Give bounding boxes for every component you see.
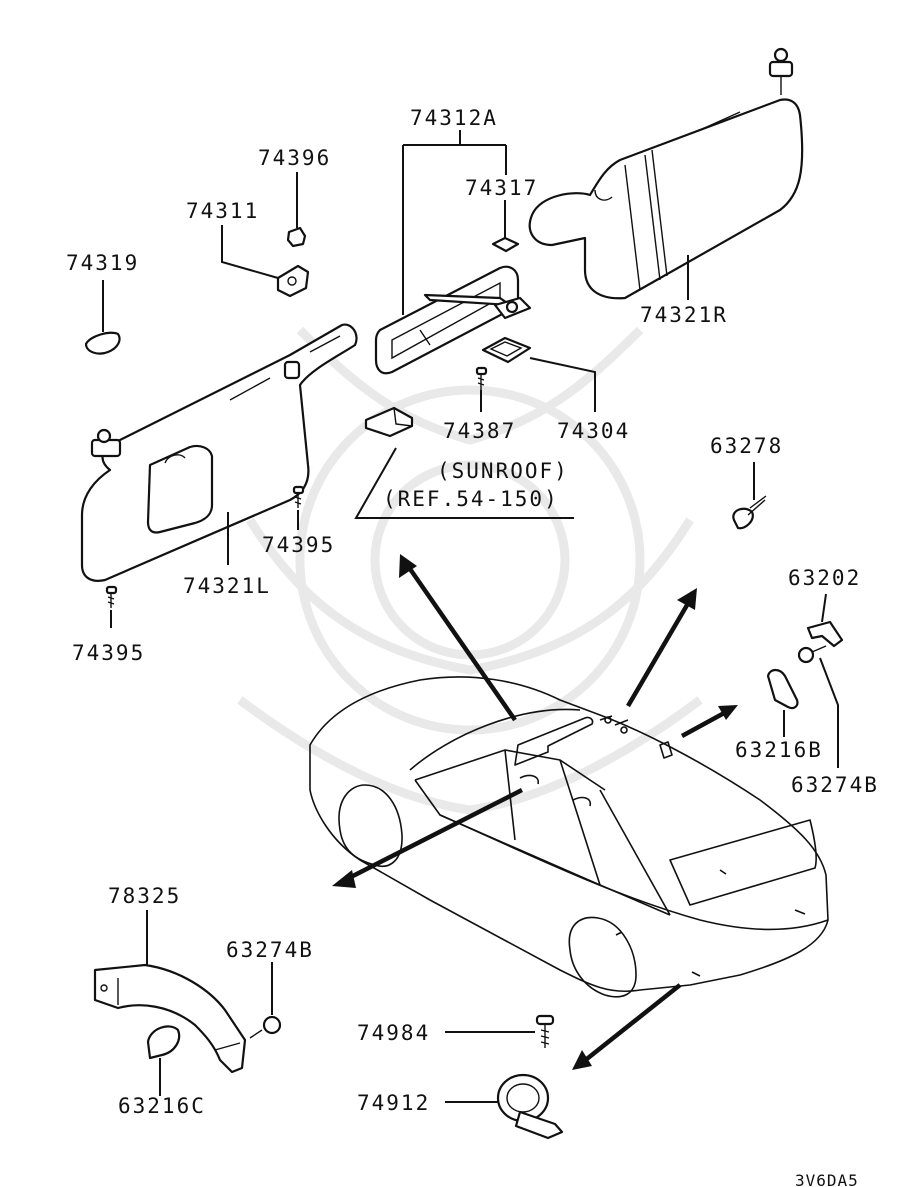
clip-63202: [806, 620, 844, 648]
screw-74387: [475, 366, 488, 390]
label-63278: 63278: [710, 434, 783, 458]
drawing-code: 3V6DA5: [795, 1171, 859, 1187]
screw-63274B-left: [249, 1015, 282, 1039]
label-74984: 74984: [357, 1021, 430, 1045]
label-74311: 74311: [186, 199, 259, 223]
screw-74395-a: [292, 485, 305, 508]
sun-visor-right: [528, 47, 804, 300]
car-outline: [309, 676, 829, 998]
screw-63278: [732, 495, 767, 530]
label-74395-b: 74395: [72, 641, 145, 665]
mirror-cover-74317: [491, 236, 520, 253]
screw-74984: [535, 1014, 555, 1048]
label-63274B-left: 63274B: [226, 938, 314, 962]
cover-63216B: [766, 668, 799, 710]
inner-mirror: [374, 265, 532, 375]
screw-74395-b: [105, 585, 118, 608]
label-63216C: 63216C: [118, 1094, 206, 1118]
label-63274B-right: 63274B: [791, 773, 879, 797]
label-sunroof-ref: (REF.54-150): [383, 487, 559, 511]
label-74321R: 74321R: [640, 303, 728, 327]
label-74312A: 74312A: [410, 106, 498, 130]
holder-74311: [276, 264, 310, 298]
leader-lines: [102, 130, 839, 1103]
label-78325: 78325: [108, 884, 181, 908]
label-63202: 63202: [788, 566, 861, 590]
mirror-pad-74304: [481, 336, 532, 364]
label-74387: 74387: [443, 419, 516, 443]
part-labels: 74312A 74396 74317 74311 74319 74321R 74…: [66, 106, 879, 1187]
label-74321L: 74321L: [183, 574, 271, 598]
screw-63274B-right: [797, 645, 827, 664]
label-74304: 74304: [557, 419, 630, 443]
sun-visor-left: [80, 323, 358, 582]
label-sunroof-note: (SUNROOF): [437, 459, 569, 483]
label-74317: 74317: [465, 176, 538, 200]
label-74396: 74396: [258, 146, 331, 170]
clip-74396: [286, 226, 307, 248]
label-74319: 74319: [66, 251, 139, 275]
cap-74319: [84, 331, 121, 355]
watermark-emblem: [237, 326, 703, 815]
cover-63216C: [146, 1025, 181, 1060]
assist-grip: [93, 963, 247, 1074]
label-63216B: 63216B: [735, 738, 823, 762]
pointer-arrows: [332, 554, 738, 1070]
coat-hook-74912: [496, 1073, 564, 1140]
sunroof-bracket: [364, 406, 414, 438]
label-74912: 74912: [357, 1091, 430, 1115]
label-74395-a: 74395: [262, 533, 335, 557]
